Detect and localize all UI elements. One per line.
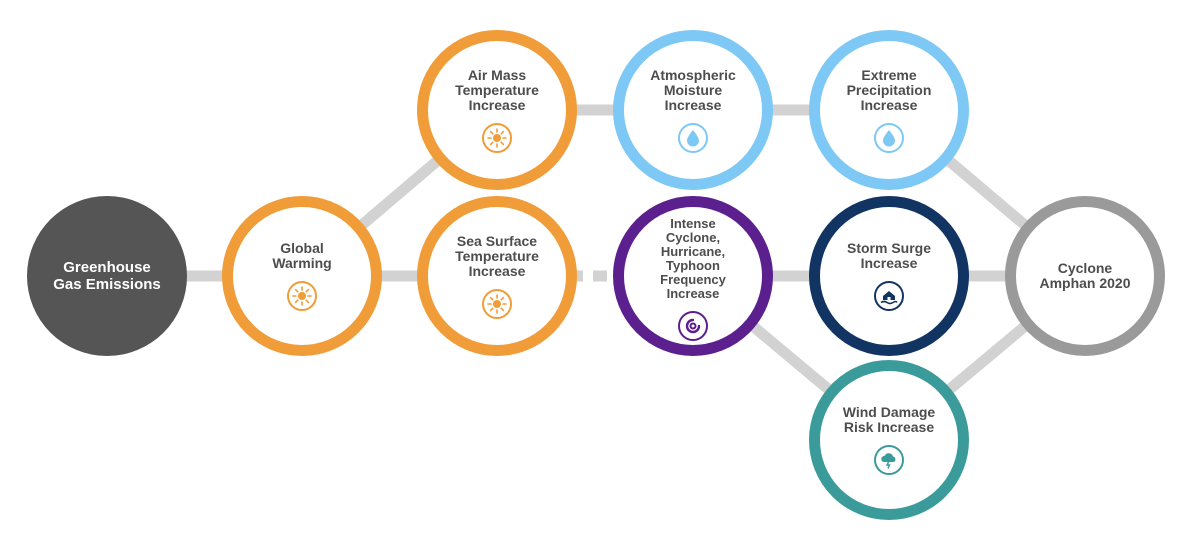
node-sea-surface-temperature-increase: Sea Surface Temperature Increase [417, 196, 577, 356]
node-extreme-precipitation-increase: Extreme Precipitation Increase [809, 30, 969, 190]
node-label: Intense Cyclone, Hurricane, Typhoon Freq… [660, 216, 726, 301]
node-label: Greenhouse Gas Emissions [53, 259, 161, 293]
sun-icon [482, 122, 512, 153]
node-label: Storm Surge Increase [846, 240, 931, 271]
droplet-icon [678, 122, 708, 153]
node-label: Air Mass Temperature Increase [455, 66, 539, 113]
node-atmospheric-moisture-increase: Atmospheric Moisture Increase [613, 30, 773, 190]
flooded-house-icon [874, 281, 904, 311]
node-global-warming: Global Warming [222, 196, 382, 356]
node-cyclone-amphan-2020: Cyclone Amphan 2020 [1005, 196, 1165, 356]
storm-cloud-icon [874, 445, 904, 475]
node-label: Sea Surface Temperature Increase [455, 232, 539, 279]
node-label: Wind Damage Risk Increase [842, 404, 936, 435]
node-label: Cyclone Amphan 2020 [1039, 260, 1131, 291]
cyclone-icon [678, 311, 708, 341]
node-label: Atmospheric Moisture Increase [650, 66, 736, 113]
node-wind-damage-risk-increase: Wind Damage Risk Increase [809, 360, 969, 520]
sun-icon [287, 281, 317, 311]
node-storm-surge-increase: Storm Surge Increase [809, 196, 969, 356]
sun-icon [482, 288, 512, 319]
node-label: Extreme Precipitation Increase [846, 66, 932, 113]
node-label: Global Warming [272, 240, 332, 271]
droplet-icon [874, 122, 904, 153]
node-air-mass-temperature-increase: Air Mass Temperature Increase [417, 30, 577, 190]
node-intense-cyclone-frequency-increase: Intense Cyclone, Hurricane, Typhoon Freq… [613, 196, 773, 356]
node-greenhouse-gas-emissions: Greenhouse Gas Emissions [27, 196, 187, 356]
